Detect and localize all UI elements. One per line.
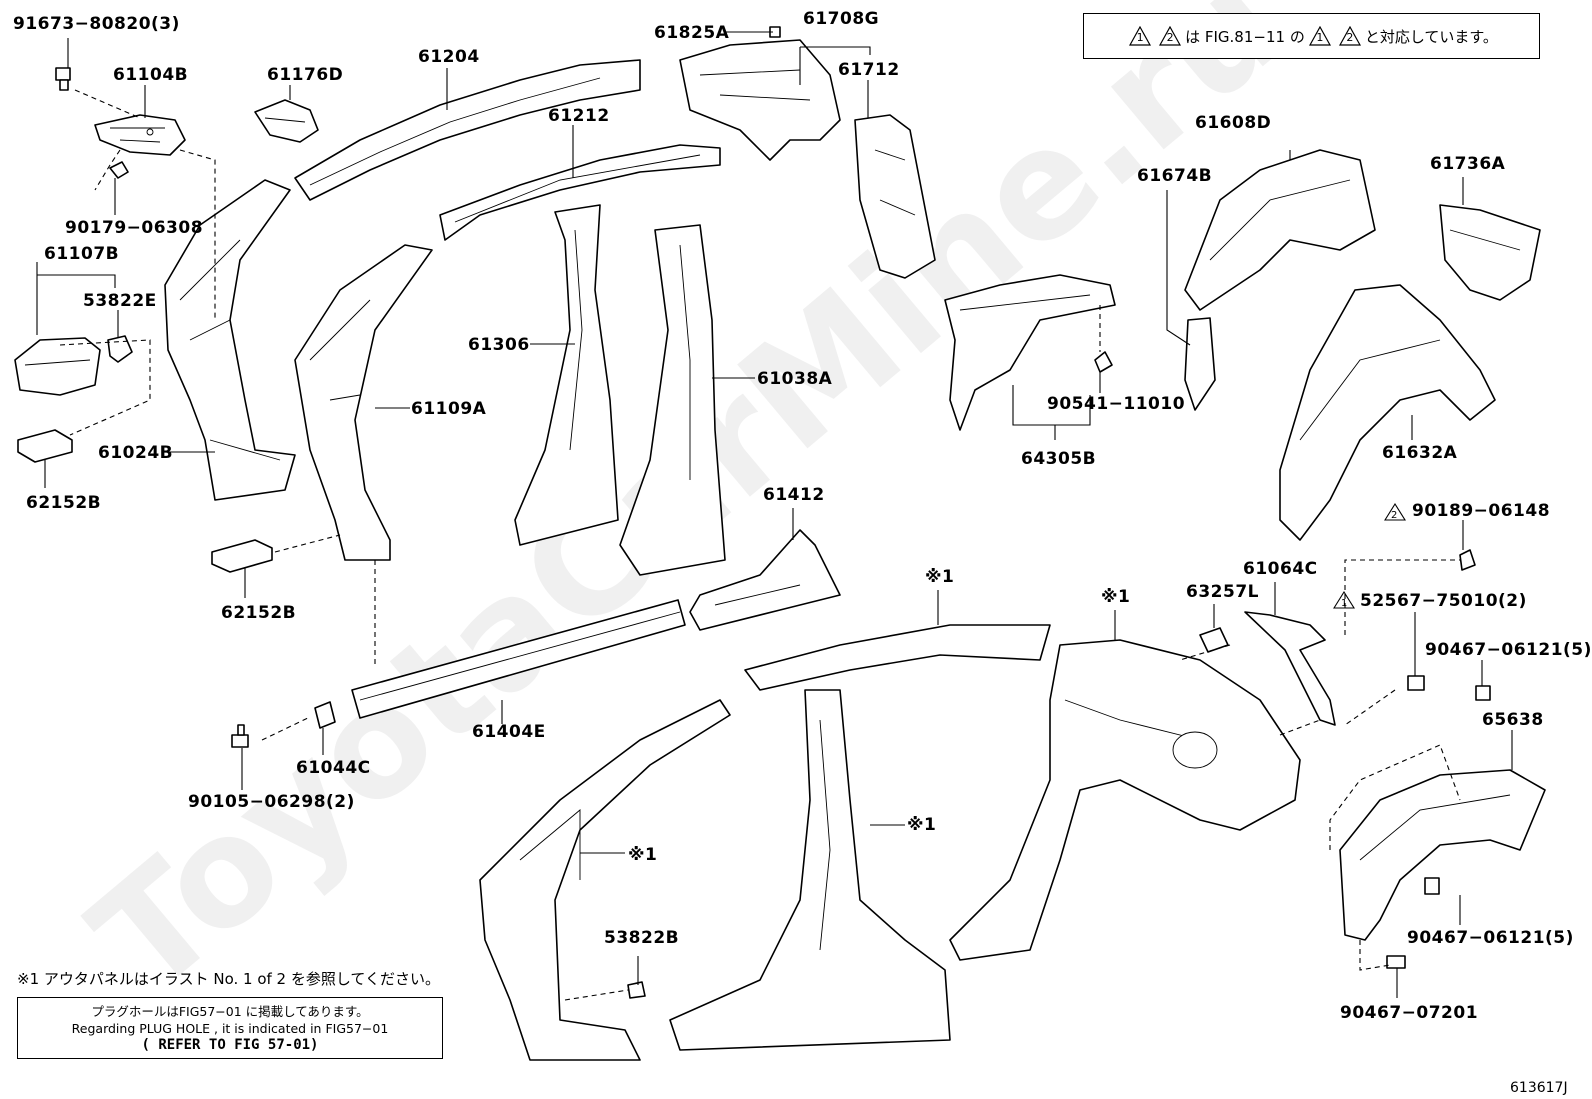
plug-hole-note-box: プラグホールはFIG57−01 に掲載してあります。 Regarding PLU… <box>17 997 443 1059</box>
label-52567: 52567−75010(2) <box>1360 591 1527 611</box>
part-61107b <box>14 337 101 396</box>
part-63257l <box>1199 627 1229 653</box>
label-61104b: 61104B <box>113 65 188 85</box>
note-triangle-2: 2 <box>1384 502 1406 521</box>
clip-90467-bottom <box>1424 877 1440 895</box>
label-61736a: 61736A <box>1430 154 1506 174</box>
pad-62152b-left <box>17 429 73 463</box>
triangle-2-icon: 2 <box>1159 26 1182 46</box>
label-61176d: 61176D <box>267 65 343 85</box>
label-90179: 90179−06308 <box>65 218 203 238</box>
label-61712: 61712 <box>838 60 900 80</box>
label-61109a: 61109A <box>411 399 487 419</box>
part-61024b <box>164 179 296 501</box>
plug-hole-ref: ( REFER TO FIG 57-01) <box>141 1036 319 1053</box>
label-62152b-2: 62152B <box>221 603 296 623</box>
label-mark-top1: ※1 <box>925 567 954 587</box>
label-61608d: 61608D <box>1195 113 1271 133</box>
label-61107b: 61107B <box>44 244 119 264</box>
label-90541: 90541−11010 <box>1047 394 1185 414</box>
label-91673: 91673−80820(3) <box>13 14 180 34</box>
clip-53822b <box>627 981 646 999</box>
bolt-91673 <box>55 67 71 91</box>
label-65638: 65638 <box>1482 710 1544 730</box>
outer-panel-rear-quarter <box>949 639 1301 961</box>
part-61674b <box>1184 317 1216 411</box>
label-63257l: 63257L <box>1186 582 1259 602</box>
outer-panel-center-pillar <box>669 689 951 1051</box>
label-90105: 90105−06298(2) <box>188 792 355 812</box>
legend-text-end: と対応しています。 <box>1364 27 1498 46</box>
clip-90467-right <box>1475 685 1491 701</box>
label-61064c: 61064C <box>1243 559 1318 579</box>
part-61412 <box>689 529 841 631</box>
triangle-2-icon: 2 <box>1338 26 1361 46</box>
label-53822e: 53822E <box>83 291 157 311</box>
label-61024b: 61024B <box>98 443 173 463</box>
part-61044c <box>314 701 336 729</box>
clip-90189 <box>1459 549 1476 571</box>
label-61212: 61212 <box>548 106 610 126</box>
label-61632a: 61632A <box>1382 443 1458 463</box>
figure-code: 613617J <box>1510 1080 1568 1096</box>
part-61306 <box>514 204 619 546</box>
pad-62152b-center <box>211 539 273 573</box>
label-90467-a: 90467−06121(5) <box>1425 640 1592 660</box>
bolt-90467-07201 <box>1386 955 1406 969</box>
label-61825a: 61825A <box>654 23 730 43</box>
label-53822b: 53822B <box>604 928 679 948</box>
clip-90179 <box>109 161 129 179</box>
triangle-1-icon: 1 <box>1308 26 1331 46</box>
label-61708g: 61708G <box>803 9 879 29</box>
part-61404e <box>351 599 686 719</box>
clip-90467-left <box>1407 675 1425 691</box>
part-61632a <box>1279 284 1496 541</box>
label-mark-left: ※1 <box>628 845 657 865</box>
svg-text:2: 2 <box>1391 510 1397 521</box>
part-61608d <box>1184 149 1376 311</box>
outer-panel-roof <box>744 624 1051 691</box>
outer-panel-note: ※1 アウタパネルはイラスト No. 1 of 2 を参照してください。 <box>17 970 440 988</box>
clip-90541 <box>1094 351 1113 373</box>
label-62152b-1: 62152B <box>26 493 101 513</box>
label-90467-b: 90467−06121(5) <box>1407 928 1574 948</box>
label-61404e: 61404E <box>472 722 546 742</box>
outer-panel-front <box>479 699 731 1061</box>
part-labels: 91673−80820(3) 61104B 61176D 61204 61825… <box>13 9 1592 1023</box>
part-53822e <box>107 335 133 363</box>
label-90467-c: 90467−07201 <box>1340 1003 1478 1023</box>
part-61038a <box>619 224 726 576</box>
part-61109a <box>294 244 433 561</box>
note-triangle-1: 1 <box>1333 590 1355 609</box>
part-65638 <box>1339 769 1546 941</box>
part-61064c <box>1244 611 1336 726</box>
part-61176d <box>254 99 319 143</box>
label-61038a: 61038A <box>757 369 833 389</box>
triangle-1-icon: 1 <box>1129 26 1152 46</box>
part-64305b <box>944 274 1116 431</box>
label-90189: 90189−06148 <box>1412 501 1550 521</box>
part-61104b <box>94 114 186 156</box>
label-61204: 61204 <box>418 47 480 67</box>
label-64305b: 64305B <box>1021 449 1096 469</box>
svg-text:1: 1 <box>1341 598 1347 609</box>
label-mark-mid: ※1 <box>907 815 936 835</box>
plug-hole-en: Regarding PLUG HOLE , it is indicated in… <box>71 1020 389 1036</box>
bolt-90105 <box>231 724 249 748</box>
label-61044c: 61044C <box>296 758 371 778</box>
legend-text-mid: は FIG.81−11 の <box>1185 27 1305 46</box>
part-61736a <box>1439 204 1541 301</box>
legend-note-box: 1 2 は FIG.81−11 の 1 2 と対応しています。 <box>1083 13 1540 59</box>
label-61412: 61412 <box>763 485 825 505</box>
label-mark-top2: ※1 <box>1101 587 1130 607</box>
label-61306: 61306 <box>468 335 530 355</box>
plug-hole-jp: プラグホールはFIG57−01 に掲載してあります。 <box>91 1003 369 1019</box>
part-61204 <box>294 59 641 201</box>
label-61674b: 61674B <box>1137 166 1212 186</box>
leader-lines <box>36 31 1513 1001</box>
part-61712 <box>854 114 936 279</box>
